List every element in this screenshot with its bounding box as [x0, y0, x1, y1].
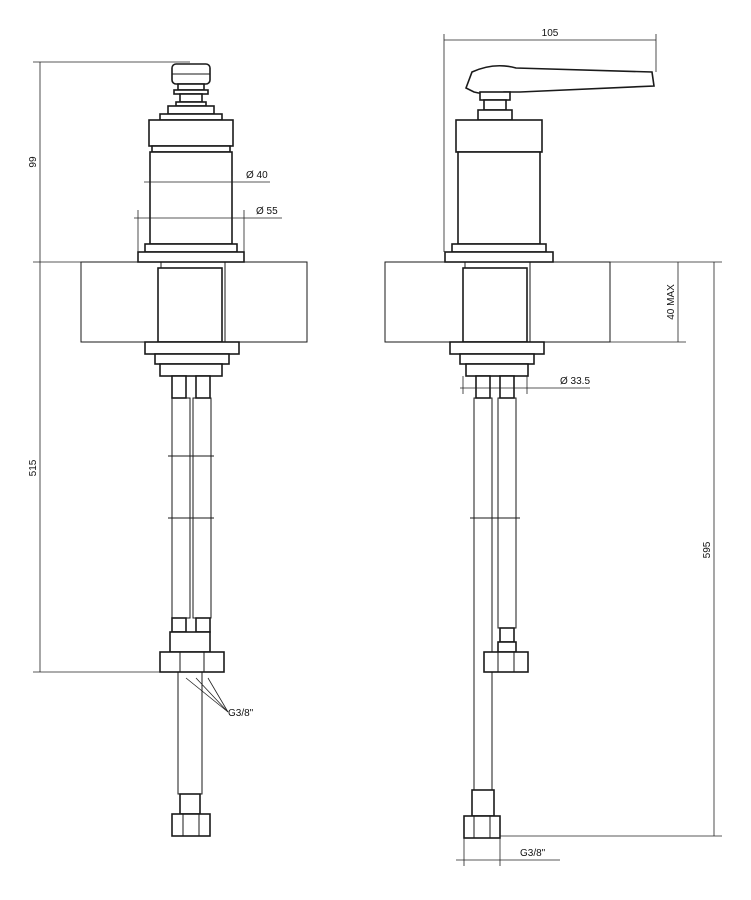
connection-side-label: G3/8" — [520, 848, 546, 859]
side-tap-body — [444, 64, 655, 377]
front-hoses — [159, 375, 225, 837]
diameter-55-label: Ø 55 — [256, 206, 278, 217]
front-dimension-lines — [33, 61, 282, 713]
side-hoses — [463, 375, 529, 839]
dim-99-label: 99 — [28, 156, 39, 168]
side-deck — [384, 261, 611, 343]
side-view: 105 40 MAX Ø 33.5 595 G3/8" — [384, 28, 722, 866]
dim-515-label: 515 — [28, 459, 39, 476]
front-tap-body — [137, 63, 245, 377]
front-view: 99 515 Ø 40 Ø 55 G3/8" — [28, 61, 308, 837]
front-deck — [80, 261, 308, 343]
dim-595-label: 595 — [702, 541, 713, 558]
dim-105-label: 105 — [542, 28, 559, 39]
dim-40-max-label: 40 MAX — [666, 284, 677, 320]
diameter-40-label: Ø 40 — [246, 170, 268, 181]
connection-front-label: G3/8" — [228, 708, 254, 719]
side-dimension-lines — [443, 34, 722, 866]
diameter-33-5-label: Ø 33.5 — [560, 376, 590, 387]
